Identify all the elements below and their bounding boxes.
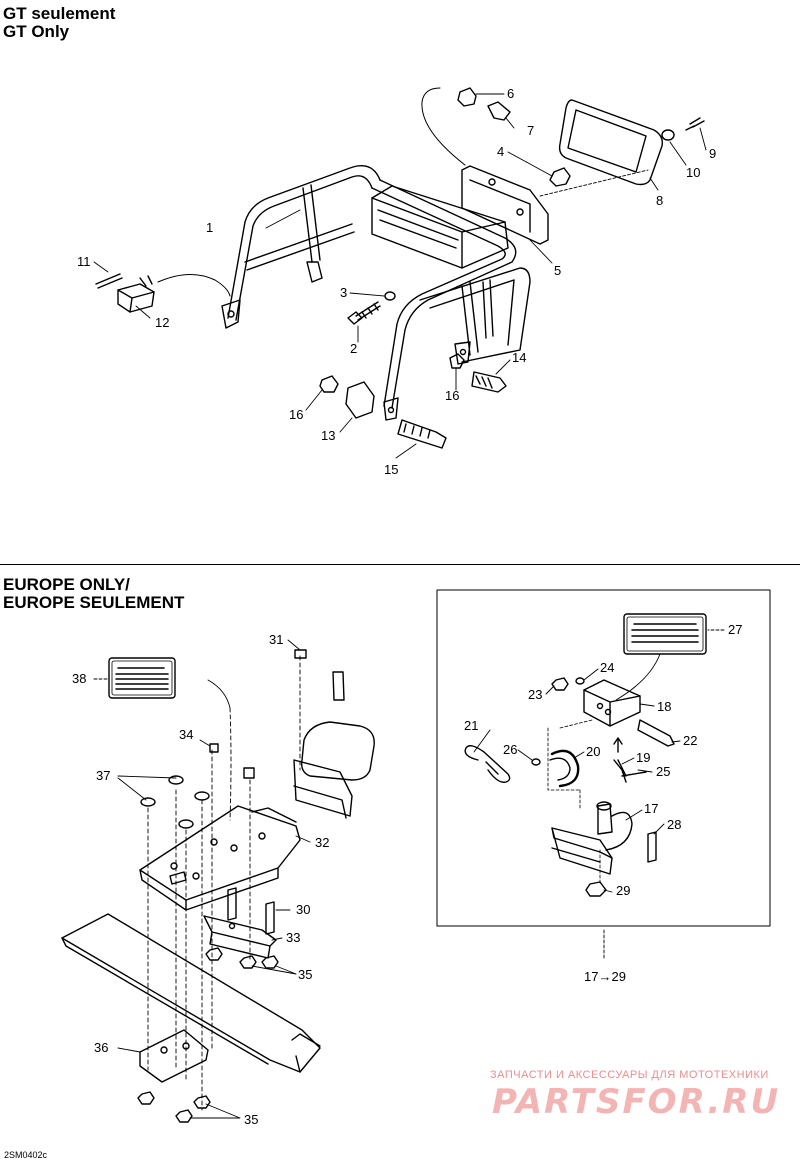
callout-16-left: 16 <box>289 407 304 422</box>
watermark-tagline: ЗАПЧАСТИ И АКСЕССУАРЫ ДЛЯ МОТОТЕХНИКИ <box>490 1069 769 1081</box>
rack-pad <box>371 185 509 269</box>
section-title-gt-fr: GT seulement <box>3 4 116 23</box>
rear-rack-frame <box>221 165 531 421</box>
callout-9: 9 <box>709 146 717 161</box>
callout-3: 3 <box>340 285 348 300</box>
harness-wire <box>157 274 231 297</box>
callout-35-lower: 35 <box>244 1112 259 1127</box>
callout-34: 34 <box>179 727 194 742</box>
section-title-gt: GT seulement GT Only <box>3 5 115 41</box>
callout-15: 15 <box>384 462 399 477</box>
leader-lines-inset <box>473 629 725 893</box>
hitch-assembly <box>61 649 375 1123</box>
section-title-gt-en: GT Only <box>3 22 70 41</box>
callout-24: 24 <box>600 660 615 675</box>
callout-27: 27 <box>728 622 743 637</box>
section-divider <box>0 564 800 565</box>
connector <box>117 275 155 313</box>
callout-range-17-29: 17→29 <box>584 969 626 984</box>
callout-28: 28 <box>667 817 682 832</box>
callout-37: 37 <box>96 768 111 783</box>
callout-29: 29 <box>616 883 631 898</box>
section-title-europe-en: EUROPE ONLY/ <box>3 575 130 594</box>
callout-33: 33 <box>286 930 301 945</box>
callout-6: 6 <box>507 86 515 101</box>
callout-16-right: 16 <box>445 388 460 403</box>
hardware-top <box>319 87 705 449</box>
terminal <box>95 273 123 289</box>
callout-1: 1 <box>206 220 214 235</box>
callout-35-upper: 35 <box>298 967 313 982</box>
watermark-logo: PARTSFOR.RU <box>492 1082 781 1122</box>
callout-19: 19 <box>636 750 651 765</box>
inset-parts <box>464 613 707 897</box>
callout-30: 30 <box>296 902 311 917</box>
callout-20: 20 <box>586 744 601 759</box>
callout-21: 21 <box>464 718 479 733</box>
callout-26: 26 <box>503 742 518 757</box>
callout-17: 17 <box>644 801 659 816</box>
callout-38: 38 <box>72 671 87 686</box>
callout-32: 32 <box>315 835 330 850</box>
callout-14: 14 <box>512 350 527 365</box>
callout-31: 31 <box>269 632 284 647</box>
callout-22: 22 <box>683 733 698 748</box>
inset-box <box>436 589 771 927</box>
callout-13: 13 <box>321 428 336 443</box>
callout-18: 18 <box>657 699 672 714</box>
section-title-europe-fr: EUROPE SEULEMENT <box>3 593 185 612</box>
callout-2: 2 <box>350 341 358 356</box>
callout-4: 4 <box>497 144 505 159</box>
section-title-europe: EUROPE ONLY/ EUROPE SEULEMENT <box>3 576 184 612</box>
callout-11: 11 <box>77 254 91 269</box>
callout-12: 12 <box>155 315 170 330</box>
light-bracket <box>461 165 549 245</box>
light-wire <box>421 87 466 166</box>
callout-10: 10 <box>686 165 701 180</box>
callout-7: 7 <box>527 123 535 138</box>
drawing-code: 2SM0402c <box>4 1150 48 1160</box>
connector-line <box>539 169 649 197</box>
tail-light <box>558 99 664 186</box>
callout-23: 23 <box>528 687 543 702</box>
callout-36: 36 <box>94 1040 109 1055</box>
leader-lines-bottom-left <box>93 639 311 1119</box>
warning-label-38 <box>108 657 176 699</box>
leader-lines-top <box>93 93 707 459</box>
callout-8: 8 <box>656 193 664 208</box>
callout-5: 5 <box>554 263 562 278</box>
callout-25: 25 <box>656 764 671 779</box>
